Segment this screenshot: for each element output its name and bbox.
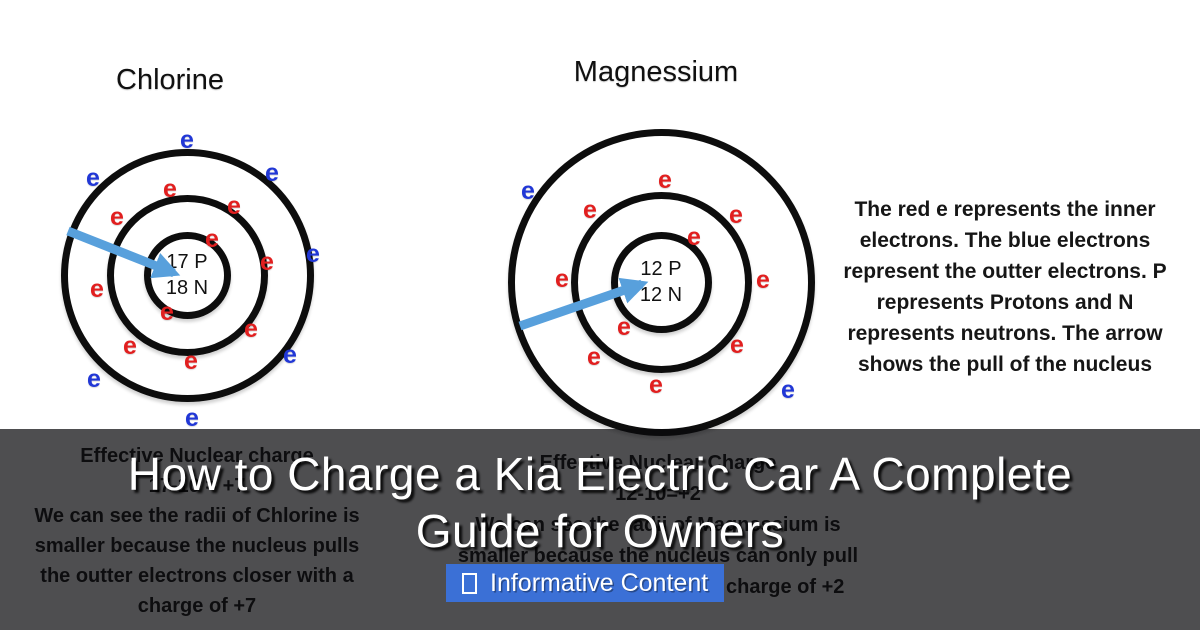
- inner-electron: e: [649, 370, 663, 399]
- inner-electron: e: [555, 264, 569, 293]
- legend-line: represents Protons and N: [876, 291, 1134, 314]
- electron-shell: [60, 148, 314, 402]
- inner-electron: e: [110, 202, 124, 231]
- atom-title-chlorine: Chlorine: [116, 64, 224, 96]
- inner-electron: e: [687, 222, 701, 251]
- inner-electron: e: [184, 346, 198, 375]
- inner-electron: e: [756, 265, 770, 294]
- nucleus-label-line: 12 P: [640, 258, 682, 280]
- inner-electron: e: [730, 330, 744, 359]
- badge-label: Informative Content: [490, 569, 709, 597]
- outer-electron: e: [86, 163, 100, 192]
- missing-glyph-icon: [462, 572, 477, 594]
- legend-line: represent the outter electrons. P: [843, 260, 1167, 283]
- inner-electron: e: [205, 224, 219, 253]
- inner-electron: e: [163, 174, 177, 203]
- inner-electron: e: [244, 314, 258, 343]
- outer-electron: e: [180, 125, 194, 154]
- inner-electron: e: [658, 165, 672, 194]
- outer-electron: e: [306, 239, 320, 268]
- inner-electron: e: [260, 247, 274, 276]
- page-title: How to Charge a Kia Electric Car A Compl…: [0, 446, 1200, 560]
- outer-electron: e: [781, 375, 795, 404]
- outer-electron: e: [521, 176, 535, 205]
- inner-electron: e: [160, 297, 174, 326]
- atom-title-magnesium: Magnessium: [573, 56, 739, 88]
- nucleus-label-line: 17 P: [166, 251, 208, 273]
- outer-electron: e: [265, 158, 279, 187]
- outer-electron: e: [283, 340, 297, 369]
- card-title-line-1: How to Charge a Kia Electric Car A Compl…: [127, 448, 1073, 500]
- inner-electron: e: [617, 312, 631, 341]
- inner-electron: e: [123, 331, 137, 360]
- nucleus-label: 17 P 18 N: [166, 249, 208, 301]
- legend-text: The red e represents the inner electrons.…: [843, 194, 1166, 380]
- outer-electron: e: [185, 403, 199, 432]
- inner-electron: e: [583, 195, 597, 224]
- legend-line: shows the pull of the nucleus: [857, 353, 1153, 376]
- inner-electron: e: [729, 200, 743, 229]
- legend-line: electrons. The blue electrons: [859, 229, 1151, 252]
- informative-content-badge: Informative Content: [446, 564, 725, 602]
- legend-line: The red e represents the inner: [854, 198, 1156, 221]
- legend-line: represents neutrons. The arrow: [847, 322, 1163, 345]
- inner-electron: e: [587, 342, 601, 371]
- nucleus-label-line: 12 N: [639, 284, 683, 306]
- inner-electron: e: [90, 274, 104, 303]
- outer-electron: e: [87, 364, 101, 393]
- nucleus-label: 12 P 12 N: [640, 256, 682, 308]
- card-title-line-2: Guide for Owners: [415, 505, 785, 557]
- inner-electron: e: [227, 191, 241, 220]
- nucleus-label-line: 18 N: [165, 277, 209, 299]
